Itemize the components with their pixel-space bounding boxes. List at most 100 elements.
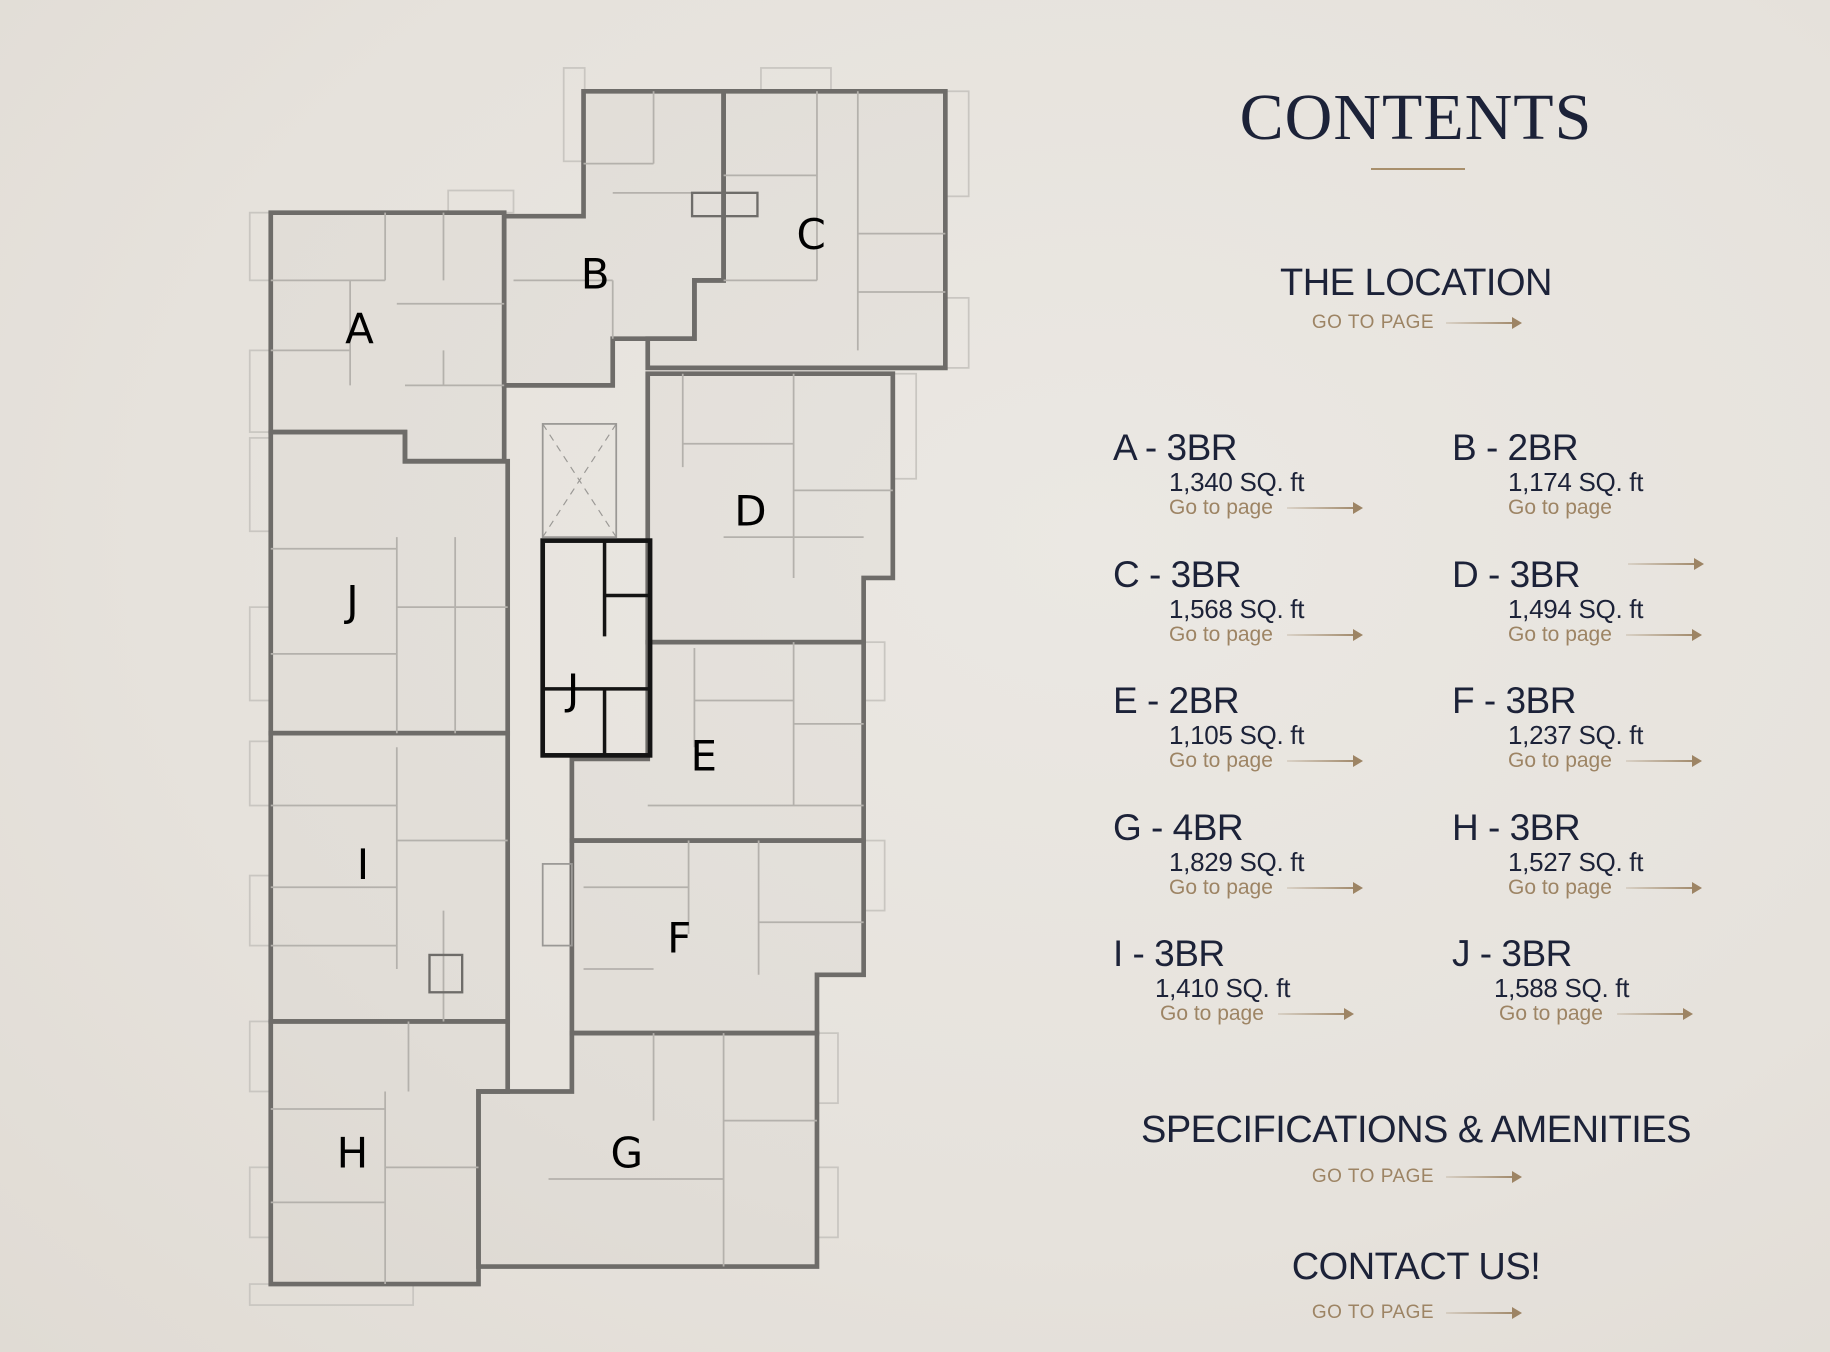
contact-heading: CONTACT US! xyxy=(1291,1246,1541,1288)
unit-i-outline xyxy=(268,730,511,1024)
unit-link[interactable]: Go to page xyxy=(1508,749,1752,773)
unit-link[interactable]: Go to page xyxy=(1508,876,1752,900)
plan-label-core: J xyxy=(564,665,579,714)
unit-name: D - 3BR xyxy=(1452,554,1581,595)
interior-walls xyxy=(270,91,946,1285)
title-divider xyxy=(1371,168,1465,170)
specifications-heading: SPECIFICATIONS & AMENITIES xyxy=(1140,1109,1692,1151)
arrow-right-icon xyxy=(1286,882,1363,894)
arrow-right-icon xyxy=(1625,629,1702,641)
unit-link-label: Go to page xyxy=(1508,496,1612,519)
specifications-link-label: GO TO PAGE xyxy=(1311,1166,1435,1187)
unit-e-outline xyxy=(569,639,866,843)
building-core xyxy=(428,191,759,994)
plan-label-a: A xyxy=(345,304,374,353)
unit-labels: A B C D E F G H I J J xyxy=(337,210,826,1178)
unit-area: 1,237 SQ. ft xyxy=(1508,720,1644,750)
stair-lift-core xyxy=(540,538,653,758)
unit-link-label: Go to page xyxy=(1160,1002,1264,1025)
unit-link-label: Go to page xyxy=(1508,623,1612,646)
specifications-link[interactable]: GO TO PAGE xyxy=(1066,1166,1766,1188)
unit-name: E - 2BR xyxy=(1113,680,1240,721)
arrow-right-icon xyxy=(1446,1171,1523,1183)
contact-link-label: GO TO PAGE xyxy=(1311,1302,1435,1323)
arrow-right-icon xyxy=(1625,755,1702,767)
unit-d: D - 3BR 1,494 SQ. ft Go to page xyxy=(1452,555,1752,647)
plan-label-d: D xyxy=(734,486,766,535)
arrow-right-icon xyxy=(1625,882,1702,894)
unit-name: C - 3BR xyxy=(1113,554,1242,595)
unit-g: G - 4BR 1,829 SQ. ft Go to page xyxy=(1113,808,1413,900)
unit-c: C - 3BR 1,568 SQ. ft Go to page xyxy=(1113,555,1413,647)
unit-area: 1,410 SQ. ft xyxy=(1155,973,1291,1003)
unit-f: F - 3BR 1,237 SQ. ft Go to page xyxy=(1452,681,1752,773)
unit-name: F - 3BR xyxy=(1452,680,1576,721)
unit-link-label: Go to page xyxy=(1499,1002,1603,1025)
plan-label-c: C xyxy=(796,210,825,259)
unit-link[interactable]: Go to page xyxy=(1169,496,1413,520)
unit-area: 1,340 SQ. ft xyxy=(1169,467,1305,497)
unit-name: H - 3BR xyxy=(1452,807,1581,848)
unit-link[interactable]: Go to page xyxy=(1169,623,1413,647)
unit-j-outline xyxy=(268,429,511,736)
plan-label-g: G xyxy=(610,1128,643,1177)
plan-label-e: E xyxy=(690,732,717,781)
unit-a-outline xyxy=(268,210,507,464)
plan-label-b: B xyxy=(581,250,610,299)
unit-d-outline xyxy=(645,371,896,645)
location-link[interactable]: GO TO PAGE xyxy=(1066,312,1766,334)
plan-label-f: F xyxy=(667,914,691,963)
plan-label-h: H xyxy=(337,1128,369,1177)
arrow-right-icon xyxy=(1446,317,1523,329)
unit-link[interactable]: Go to page xyxy=(1499,1002,1752,1026)
arrow-right-icon xyxy=(1446,1307,1523,1319)
unit-link-label: Go to page xyxy=(1508,876,1612,899)
unit-i: I - 3BR 1,410 SQ. ft Go to page xyxy=(1113,934,1413,1026)
unit-e: E - 2BR 1,105 SQ. ft Go to page xyxy=(1113,681,1413,773)
arrow-right-icon xyxy=(1286,502,1363,514)
unit-link-label: Go to page xyxy=(1169,496,1273,519)
unit-area: 1,568 SQ. ft xyxy=(1169,594,1305,624)
unit-c-outline xyxy=(645,88,948,371)
location-link-label: GO TO PAGE xyxy=(1311,312,1435,333)
unit-area: 1,527 SQ. ft xyxy=(1508,847,1644,877)
contents-title: CONTENTS xyxy=(1239,81,1593,154)
arrow-right-icon xyxy=(1286,755,1363,767)
unit-name: A - 3BR xyxy=(1113,427,1238,468)
unit-link[interactable]: Go to page xyxy=(1508,496,1752,520)
arrow-right-icon xyxy=(1616,1008,1693,1020)
unit-link-label: Go to page xyxy=(1169,749,1273,772)
location-heading: THE LOCATION xyxy=(1280,262,1553,304)
unit-a: A - 3BR 1,340 SQ. ft Go to page xyxy=(1113,428,1413,520)
unit-g-outline xyxy=(476,1030,820,1269)
unit-name: B - 2BR xyxy=(1452,427,1579,468)
unit-link[interactable]: Go to page xyxy=(1160,1002,1413,1026)
arrow-right-icon xyxy=(1286,629,1363,641)
unit-link[interactable]: Go to page xyxy=(1169,749,1413,773)
unit-name: I - 3BR xyxy=(1113,933,1225,974)
plan-label-j: J xyxy=(343,576,358,625)
unit-area: 1,588 SQ. ft xyxy=(1494,973,1630,1003)
contact-link[interactable]: GO TO PAGE xyxy=(1066,1302,1766,1324)
unit-link[interactable]: Go to page xyxy=(1169,876,1413,900)
unit-link-label: Go to page xyxy=(1169,876,1273,899)
arrow-right-icon[interactable] xyxy=(1628,558,1704,570)
unit-link[interactable]: Go to page xyxy=(1508,623,1752,647)
unit-h-outline xyxy=(268,1019,511,1287)
arrow-right-icon xyxy=(1277,1008,1354,1020)
unit-area: 1,105 SQ. ft xyxy=(1169,720,1305,750)
unit-name: G - 4BR xyxy=(1113,807,1244,848)
unit-area: 1,494 SQ. ft xyxy=(1508,594,1644,624)
unit-j: J - 3BR 1,588 SQ. ft Go to page xyxy=(1452,934,1752,1026)
unit-link-label: Go to page xyxy=(1508,749,1612,772)
unit-h: H - 3BR 1,527 SQ. ft Go to page xyxy=(1452,808,1752,900)
unit-f-outline xyxy=(569,838,866,1036)
unit-area: 1,174 SQ. ft xyxy=(1508,467,1644,497)
unit-area: 1,829 SQ. ft xyxy=(1169,847,1305,877)
unit-link-label: Go to page xyxy=(1169,623,1273,646)
plan-label-i: I xyxy=(357,840,369,889)
unit-b: B - 2BR 1,174 SQ. ft Go to page xyxy=(1452,428,1752,520)
shaft xyxy=(541,423,618,538)
unit-name: J - 3BR xyxy=(1452,933,1572,974)
